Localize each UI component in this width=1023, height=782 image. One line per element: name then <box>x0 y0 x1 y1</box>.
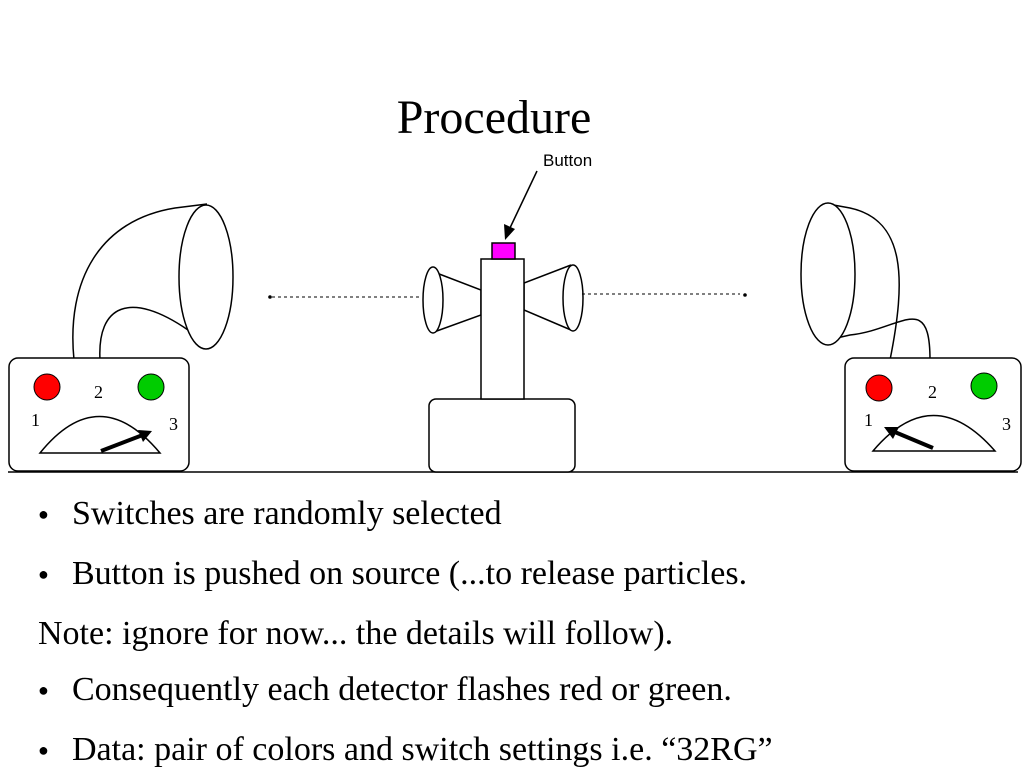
left-dial-number-3: 3 <box>169 414 178 434</box>
bullet-text: Switches are randomly selected <box>72 495 502 532</box>
bullet-item: ● Consequently each detector flashes red… <box>38 662 1018 722</box>
right-green-light-icon <box>970 372 998 400</box>
button-label: Button <box>543 151 592 170</box>
left-horn-mouth-icon <box>178 204 234 350</box>
left-horn-icon <box>72 203 208 361</box>
right-horn-mouth-icon <box>800 202 856 346</box>
experiment-diagram: 1 2 3 Button <box>0 140 1023 485</box>
left-green-light-icon <box>137 373 165 401</box>
right-dial-number-1: 1 <box>864 410 873 430</box>
bullet-marker-icon: ● <box>38 740 49 760</box>
button-pointer-arrowhead-icon <box>504 224 515 240</box>
note-line: Note: ignore for now... the details will… <box>38 606 1018 662</box>
source-column <box>480 258 525 400</box>
right-dial-arc-icon <box>871 414 997 452</box>
bullet-text: Data: pair of colors and switch settings… <box>72 731 773 768</box>
bullet-text: Consequently each detector flashes red o… <box>72 671 732 708</box>
particle-source: Button <box>422 151 592 473</box>
bullet-marker-icon: ● <box>38 504 49 524</box>
bullet-marker-icon: ● <box>38 564 49 584</box>
right-horn-icon <box>827 203 931 361</box>
bullet-text: Button is pushed on source (...to releas… <box>72 555 748 592</box>
bullet-list: ● Switches are randomly selected ● Butto… <box>38 486 1018 782</box>
note-text: Note: ignore for now... the details will… <box>38 615 674 652</box>
left-red-light-icon <box>33 373 61 401</box>
right-red-light-icon <box>865 374 893 402</box>
bullet-marker-icon: ● <box>38 680 49 700</box>
right-detector: 1 2 3 <box>800 202 1022 472</box>
bullet-item: ● Button is pushed on source (...to rele… <box>38 546 1018 606</box>
source-button <box>491 242 516 260</box>
right-needle-icon <box>889 428 934 450</box>
bullet-item: ● Switches are randomly selected <box>38 486 1018 546</box>
left-detector: 1 2 3 <box>8 203 234 472</box>
right-dial-number-3: 3 <box>1002 414 1011 434</box>
left-dial-number-2: 2 <box>94 382 103 402</box>
left-needle-icon <box>100 431 149 453</box>
bullet-item: ● Data: pair of colors and switch settin… <box>38 722 1018 782</box>
slide-title: Procedure <box>396 91 592 144</box>
left-dial-number-1: 1 <box>31 410 40 430</box>
left-dial-arc-icon <box>38 415 162 454</box>
button-pointer-line <box>508 170 538 231</box>
source-base <box>428 398 576 473</box>
right-dial-number-2: 2 <box>928 382 937 402</box>
